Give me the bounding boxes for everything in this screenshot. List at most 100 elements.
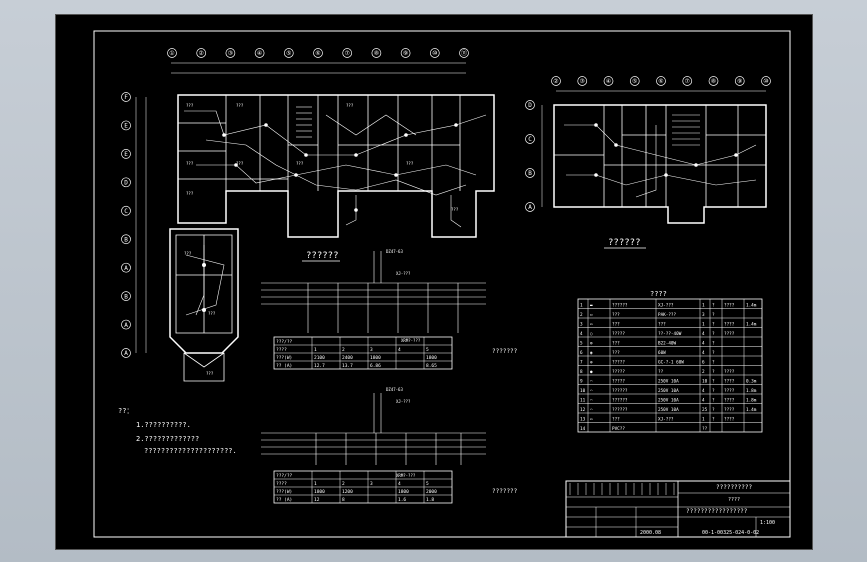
- legend-cell: 4: [702, 388, 705, 394]
- svg-text:XRM?-???: XRM?-???: [401, 338, 421, 343]
- notes-heading: ??：: [118, 407, 133, 415]
- main-top-axis-label: ⑩: [432, 50, 437, 57]
- schematic-1-cell: 2: [342, 347, 345, 353]
- legend-cell: ?: [712, 360, 715, 366]
- right-top-axis-label: ④: [606, 78, 611, 85]
- svg-text:XJ-???: XJ-???: [396, 399, 411, 404]
- right-top-axis-label: ⑨: [737, 78, 742, 85]
- schematic-1-cell: 8.65: [426, 363, 437, 369]
- main-top-axis-label: ⑦: [345, 50, 350, 57]
- legend-cell: 1: [702, 322, 705, 328]
- legend-cell: ????: [724, 407, 735, 413]
- legend-cell: 250V 10A: [658, 379, 679, 385]
- note-line-3: ?????????????????????.: [144, 447, 237, 455]
- legend-cell: ?????: [612, 360, 625, 366]
- legend-cell: 3: [580, 322, 583, 328]
- schematic-2-cell: ???(W): [276, 489, 292, 495]
- legend-cell: ?: [712, 341, 715, 347]
- schematic-1-cell: 1800: [370, 355, 381, 361]
- legend-cell: 7: [580, 360, 583, 366]
- legend-title: ????: [650, 290, 667, 298]
- main-left-axis-bubble: [121, 319, 131, 330]
- legend-cell: ?: [712, 303, 715, 309]
- right-top-axis-bubble: [551, 76, 561, 86]
- main-top-axis-label: ⑤: [286, 50, 291, 57]
- schematic-2-cell: 4: [398, 481, 401, 487]
- main-top-axis-bubble: [225, 48, 236, 58]
- main-top-axis-label: ④: [257, 50, 262, 57]
- main-left-axis-bubble: [121, 291, 131, 301]
- main-top-axis-bubble: [342, 48, 353, 58]
- legend-cell: ?: [712, 379, 715, 385]
- svg-text:XRM?-???: XRM?-???: [396, 473, 416, 478]
- legend-cell: 10: [580, 388, 586, 394]
- schematic-2-cell: ????: [276, 481, 287, 487]
- legend-cell: XJ-???: [658, 303, 674, 309]
- legend-cell: ????: [724, 303, 735, 309]
- right-left-axis-bubble: [525, 202, 535, 212]
- main-left-axis-label: B: [124, 293, 128, 300]
- legend-cell: 1: [702, 303, 705, 309]
- legend-cell: ?: [712, 407, 715, 413]
- schematic-1-cell: 1800: [426, 355, 437, 361]
- legend-cell: ▬: [590, 304, 593, 309]
- svg-text:???: ???: [406, 161, 414, 166]
- schematic-2-cell: 2000: [426, 489, 437, 495]
- right-top-axis-label: ③: [580, 78, 585, 85]
- right-top-axis-label: ⑩: [763, 78, 768, 85]
- svg-text:???: ???: [451, 207, 459, 212]
- svg-text:???: ???: [186, 191, 194, 196]
- schematic-1-cell: 3: [370, 347, 373, 353]
- right-left-axis-label: B: [528, 170, 532, 177]
- right-top-axis-bubble: [629, 76, 640, 86]
- legend-cell: ◉: [590, 351, 593, 356]
- legend-cell: ⊕: [590, 361, 593, 366]
- schematic-2-cell: 1.6: [398, 497, 406, 503]
- legend-cell: 10: [702, 379, 708, 385]
- legend-cell: ??-??-40W: [658, 331, 682, 337]
- legend-cell: ⌒: [590, 380, 593, 385]
- schematic-2-cell: 12: [314, 497, 320, 503]
- svg-text:???: ???: [208, 311, 216, 316]
- legend-cell: ?: [712, 369, 715, 375]
- right-left-axis-label: A: [528, 204, 532, 211]
- legend-cell: PAK-???: [658, 312, 677, 318]
- title-block-drawing-no: 2000.08: [640, 530, 661, 536]
- schematic-2-cell: 1.8: [426, 497, 434, 503]
- schematic-1-cell: 5: [426, 347, 429, 353]
- note-line-1: 1.??????????.: [136, 421, 191, 429]
- legend-cell: 1: [580, 303, 583, 309]
- legend-cell: ?: [712, 331, 715, 337]
- title-block: ?????????? ???? ????????????????? 1:100 …: [565, 480, 791, 538]
- legend-cell: ????: [724, 331, 735, 337]
- right-top-axis-bubble: [577, 76, 588, 86]
- legend-cell: ?: [712, 398, 715, 404]
- legend-cell: ?: [712, 322, 715, 328]
- legend-cell: 25: [702, 407, 708, 413]
- legend-cell: 12: [580, 407, 586, 413]
- main-left-axis-bubble: [121, 234, 131, 245]
- legend-cell: 1.4m: [746, 303, 757, 309]
- main-top-axis-bubble: [283, 48, 294, 58]
- legend-cell: 1: [702, 417, 705, 423]
- legend-cell: ????: [724, 398, 735, 404]
- right-top-axis-label: ⑥: [658, 78, 663, 85]
- main-top-axis-label: ①: [169, 50, 174, 57]
- right-left-axis-label: D: [528, 102, 532, 109]
- legend-cell: ???: [612, 322, 620, 328]
- right-top-axis-label: ⑧: [711, 78, 716, 85]
- schematic-2-cell: ???/??: [276, 473, 293, 479]
- right-left-axis-bubble: [525, 168, 535, 178]
- legend-cell: 2: [702, 369, 705, 375]
- legend-cell: 13: [580, 417, 586, 423]
- right-left-axis-label: C: [528, 136, 532, 143]
- schematic-1-cell: ?? (A): [276, 363, 292, 369]
- svg-text:DZ47-63: DZ47-63: [386, 387, 403, 392]
- svg-text:???: ???: [186, 161, 194, 166]
